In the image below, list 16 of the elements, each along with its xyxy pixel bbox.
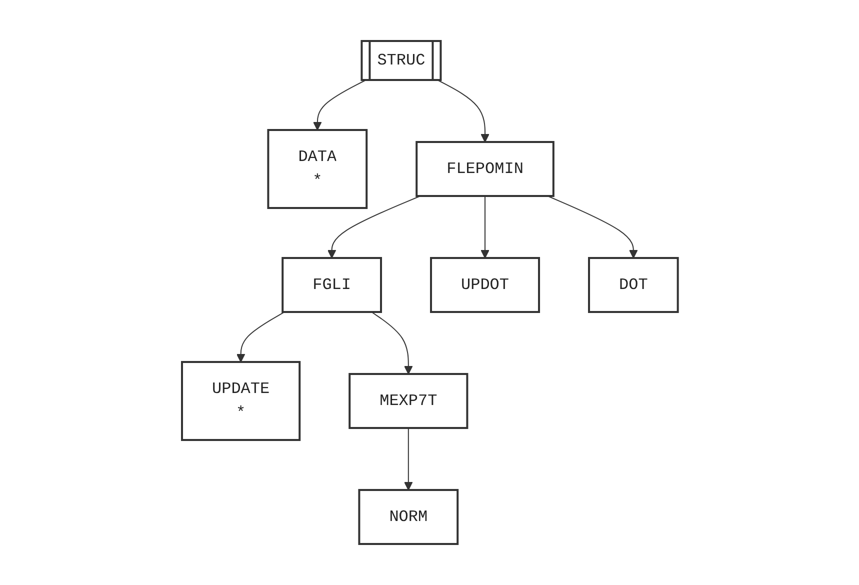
node-box: FGLI xyxy=(281,257,382,313)
arrow xyxy=(480,196,489,258)
arrow xyxy=(370,312,412,374)
arrow xyxy=(546,196,638,258)
arrow xyxy=(312,80,366,130)
node-box: NORM xyxy=(358,488,458,545)
node-box: MEXP7T xyxy=(348,373,468,429)
arrow xyxy=(326,196,420,258)
node-box: DOT xyxy=(588,257,678,313)
arrow xyxy=(236,312,285,362)
arrow xyxy=(438,80,489,142)
node-box: UPDOT xyxy=(430,257,540,313)
arrow xyxy=(404,428,412,490)
node-box: UPDATE * xyxy=(180,361,300,441)
node-box: DATA * xyxy=(266,129,368,209)
node-box: FLEPOMIN xyxy=(415,141,554,197)
